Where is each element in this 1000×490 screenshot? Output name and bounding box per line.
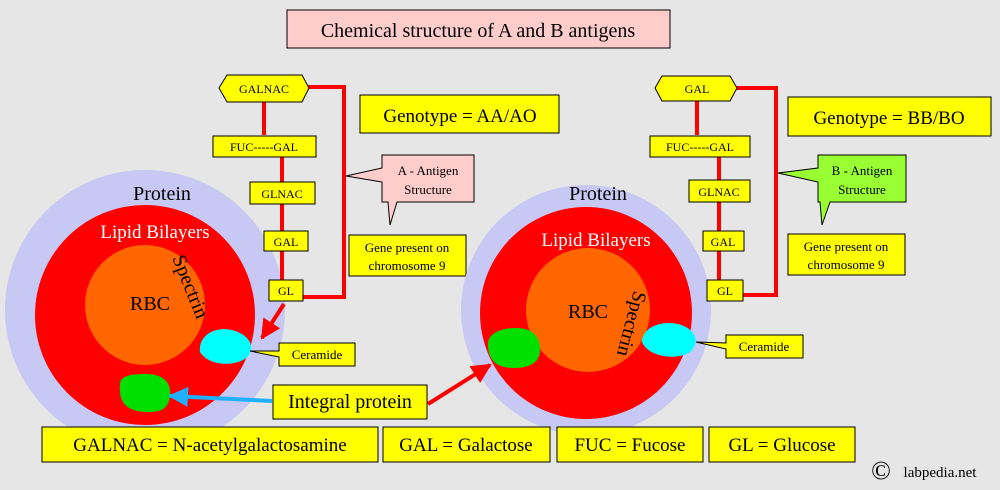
integral-protein-shape <box>119 374 170 412</box>
rbc-core <box>85 245 205 365</box>
fuc-gal-node <box>649 135 751 158</box>
gene-a-line2: chromosome 9 <box>369 258 446 273</box>
glnac-node <box>688 179 751 203</box>
ceramide-shape <box>199 329 252 364</box>
gene-a-box <box>348 234 467 277</box>
integral-protein-box <box>272 384 428 420</box>
chain-label: GLNAC <box>261 187 302 201</box>
ceramide-callout-right <box>695 334 804 359</box>
chain-label: GAL <box>274 235 299 249</box>
b-antigen-callout <box>777 154 907 226</box>
lipid-label: Lipid Bilayers <box>541 230 650 251</box>
copyright-icon: © <box>871 456 891 485</box>
genotype-b-label: Genotype = BB/BO <box>813 108 964 129</box>
gl-node <box>268 279 304 302</box>
chain-label: FUC-----GAL <box>230 140 298 154</box>
a-antigen-line2: Structure <box>404 182 452 197</box>
watermark-text: labpedia.net <box>904 465 978 481</box>
lipid-label: Lipid Bilayers <box>100 222 209 243</box>
right-sugar-chain: GAL FUC-----GAL GLNAC GAL GL <box>649 75 778 302</box>
integral-protein-shape <box>488 328 540 368</box>
genotype-b-box <box>787 96 992 137</box>
protein-label: Protein <box>133 183 191 205</box>
glnac-node <box>249 181 316 205</box>
legend-gl-box <box>708 426 856 463</box>
legend-gl: GL = Glucose <box>728 435 835 456</box>
legend-fuc-box <box>556 426 704 463</box>
ceramide-label-left: Ceramide <box>292 347 343 362</box>
chain-label: GL <box>717 284 733 298</box>
ceramide-callout-left <box>249 342 356 367</box>
genotype-a-label: Genotype = AA/AO <box>383 106 536 127</box>
legend-gal: GAL = Galactose <box>399 435 532 456</box>
fuc-gal-node <box>212 135 317 158</box>
genotype-a-box <box>359 94 560 134</box>
gene-b-line1: Gene present on <box>804 239 889 254</box>
ceramide-label-right: Ceramide <box>739 339 790 354</box>
integral-arrow-left <box>168 386 273 407</box>
galnac-node <box>218 74 310 103</box>
chain-label: GLNAC <box>698 185 739 199</box>
gal-top-node <box>654 75 738 102</box>
rbc-label: RBC <box>568 301 608 323</box>
gene-b-line2: chromosome 9 <box>808 257 885 272</box>
gal-node <box>702 230 745 252</box>
right-cell: Protein Lipid Bilayers RBC Spectrin <box>461 183 711 435</box>
integral-protein-label: Integral protein <box>288 391 412 413</box>
left-cell: Protein Lipid Bilayers RBC Spectrin <box>5 170 285 450</box>
b-antigen-line1: B - Antigen <box>832 163 893 178</box>
rbc-label: RBC <box>130 293 170 315</box>
chain-label: GAL <box>685 82 710 96</box>
gene-a-line1: Gene present on <box>365 240 450 255</box>
left-sugar-chain: GALNAC FUC-----GAL GLNAC GAL GL <box>212 74 346 340</box>
ceramide-shape <box>642 322 696 357</box>
gal-node <box>263 230 309 252</box>
chain-label: GALNAC <box>239 82 289 96</box>
chain-label: FUC-----GAL <box>666 140 734 154</box>
a-antigen-line1: A - Antigen <box>398 163 459 178</box>
rbc-core <box>526 248 650 372</box>
chain-label: GL <box>278 284 294 298</box>
page-title: Chemical structure of A and B antigens <box>321 20 636 42</box>
gene-b-box <box>787 233 906 276</box>
b-antigen-line2: Structure <box>838 182 886 197</box>
protein-label: Protein <box>569 183 627 205</box>
legend-gal-box <box>382 426 551 463</box>
gl-node <box>706 279 744 302</box>
chain-label: GAL <box>711 235 736 249</box>
legend-galnac: GALNAC = N-acetylgalactosamine <box>73 435 346 456</box>
integral-arrow-right <box>426 363 492 406</box>
title-box <box>286 9 671 49</box>
legend-galnac-box <box>41 426 379 463</box>
legend-fuc: FUC = Fucose <box>574 435 685 456</box>
a-antigen-callout <box>345 154 475 226</box>
